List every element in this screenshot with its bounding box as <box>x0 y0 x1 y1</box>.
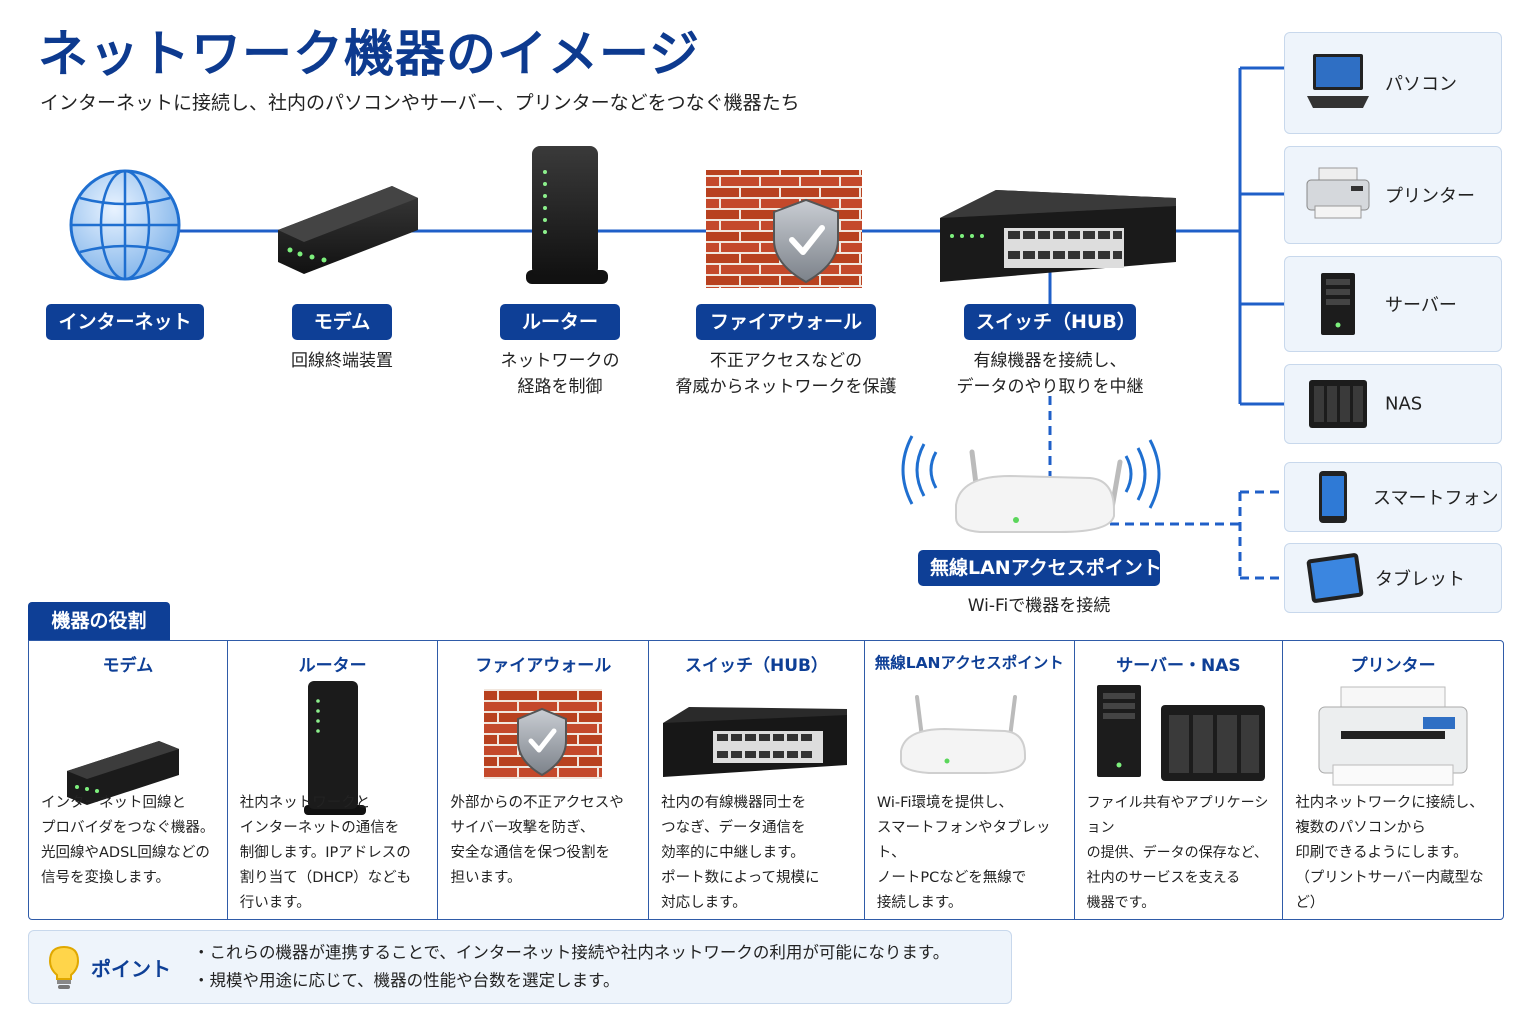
device-box-tablet: タブレット <box>1284 543 1502 613</box>
switch-icon <box>663 707 848 777</box>
device-label-tablet: タブレット <box>1375 569 1465 590</box>
server-icon <box>1321 273 1355 335</box>
firewall-icon <box>484 689 603 779</box>
caption-access-point: Wi-Fiで機器を接続 <box>967 596 1111 616</box>
point-box: ポイント これらの機器が連携することで、インターネット接続や社内ネットワークの利… <box>28 930 1012 1004</box>
device-box-server: サーバー <box>1284 256 1502 352</box>
badge-firewall: ファイアウォール <box>696 304 876 340</box>
role-title-modem: モデム <box>102 656 154 676</box>
role-desc-access-point: Wi-Fi環境を提供し、スマートフォンやタブレット、 ノートPCなどを無線で接続… <box>876 795 1051 911</box>
role-col-modem: モデム インターネット回線とプロバイダをつなぐ機器。 光回線やADSL回線などの… <box>29 641 228 919</box>
role-title-router: ルーター <box>298 656 367 676</box>
device-box-printer: プリンター <box>1284 146 1502 244</box>
role-col-server-nas: サーバー・NAS ファイル共有やアプリケーションの提供、データの保存など、 社内… <box>1075 641 1284 919</box>
switch-icon <box>940 190 1176 282</box>
laptop-icon <box>1307 54 1369 108</box>
role-col-switch: スイッチ（HUB） 社内の有線機器同士をつなぎ、データ通信を 効率的に中継します… <box>649 641 865 919</box>
caption-firewall: 不正アクセスなどの 脅威からネットワークを保護 <box>675 351 897 397</box>
role-title-firewall: ファイアウォール <box>475 656 612 676</box>
device-label-server: サーバー <box>1385 295 1457 316</box>
page-subtitle: インターネットに接続し、社内のパソコンやサーバー、プリンターなどをつなぐ機器たち <box>40 92 800 114</box>
roles-panel: モデム インターネット回線とプロバイダをつなぐ機器。 光回線やADSL回線などの… <box>28 640 1504 920</box>
roles-tab: 機器の役割 <box>28 602 170 640</box>
device-box-nas: NAS <box>1284 364 1502 444</box>
firewall-icon <box>706 170 862 288</box>
globe-icon <box>69 169 181 281</box>
point-label: ポイント <box>91 957 171 981</box>
point-bullets: これらの機器が連携することで、インターネット接続や社内ネットワークの利用が可能に… <box>193 939 950 995</box>
role-desc-firewall: 外部からの不正アクセスやサイバー攻撃を防ぎ、 安全な通信を保つ役割を担います。 <box>450 795 624 886</box>
modem-icon <box>278 186 418 274</box>
role-desc-modem: インターネット回線とプロバイダをつなぐ機器。 光回線やADSL回線などの信号を変… <box>41 795 215 886</box>
role-col-firewall: ファイアウォール 外部からの不正アクセスやサイバー攻撃を防ぎ、 安全な通信を保つ… <box>438 641 650 919</box>
tablet-icon <box>1306 553 1364 603</box>
role-title-server-nas: サーバー・NAS <box>1116 656 1241 676</box>
lightbulb-icon <box>48 945 80 989</box>
access-point-icon <box>899 695 1026 774</box>
point-bullet: これらの機器が連携することで、インターネット接続や社内ネットワークの利用が可能に… <box>193 939 950 967</box>
badge-switch: スイッチ（HUB） <box>964 304 1136 340</box>
nas-icon <box>1309 380 1367 428</box>
server-icon <box>1096 685 1265 781</box>
caption-switch: 有線機器を接続し、 データのやり取りを中継 <box>956 351 1144 397</box>
device-label-pc: パソコン <box>1385 74 1457 95</box>
badge-internet: インターネット <box>46 304 204 340</box>
access-point-icon <box>901 435 1161 533</box>
role-col-router: ルーター 社内ネットワークとインターネットの通信を 制御します。IPアドレスの割… <box>228 641 439 919</box>
role-col-access-point: 無線LANアクセスポイント Wi-Fi環境を提供し、スマートフォンやタブレット、… <box>865 641 1075 919</box>
caption-router: ネットワークの 経路を制御 <box>500 351 620 397</box>
device-label-nas: NAS <box>1385 393 1423 415</box>
device-box-smartphone: スマートフォン <box>1284 462 1502 532</box>
role-title-access-point: 無線LANアクセスポイント <box>874 654 1064 672</box>
device-label-printer: プリンター <box>1385 186 1475 207</box>
role-desc-printer: 社内ネットワークに接続し、複数のパソコンから 印刷できるようにします。（プリント… <box>1295 795 1484 911</box>
modem-icon <box>67 741 179 805</box>
role-desc-server-nas: ファイル共有やアプリケーションの提供、データの保存など、 社内のサービスを支える… <box>1086 795 1269 911</box>
role-desc-router: 社内ネットワークとインターネットの通信を 制御します。IPアドレスの割り当て（D… <box>239 795 412 911</box>
smartphone-icon <box>1319 471 1347 523</box>
badge-access-point: 無線LANアクセスポイント <box>918 550 1162 586</box>
caption-modem: 回線終端装置 <box>291 351 393 371</box>
router-icon <box>303 681 366 815</box>
device-label-smartphone: スマートフォン <box>1373 488 1499 509</box>
role-title-printer: プリンター <box>1350 656 1436 676</box>
device-box-pc: パソコン <box>1284 32 1502 134</box>
role-title-switch: スイッチ（HUB） <box>685 656 829 676</box>
page-title: ネットワーク機器のイメージ <box>38 25 700 83</box>
point-bullet: 規模や用途に応じて、機器の性能や台数を選定します。 <box>193 967 949 995</box>
printer-icon <box>1306 167 1370 219</box>
badge-router: ルーター <box>500 304 620 340</box>
role-desc-switch: 社内の有線機器同士をつなぎ、データ通信を 効率的に中継します。ポート数によって規… <box>661 795 820 911</box>
router-icon <box>526 146 608 284</box>
badge-modem: モデム <box>292 304 392 340</box>
role-col-printer: プリンター 社内ネットワークに接続し、複数のパソコンから 印刷できるようにします… <box>1283 641 1503 919</box>
printer-icon <box>1318 686 1468 786</box>
